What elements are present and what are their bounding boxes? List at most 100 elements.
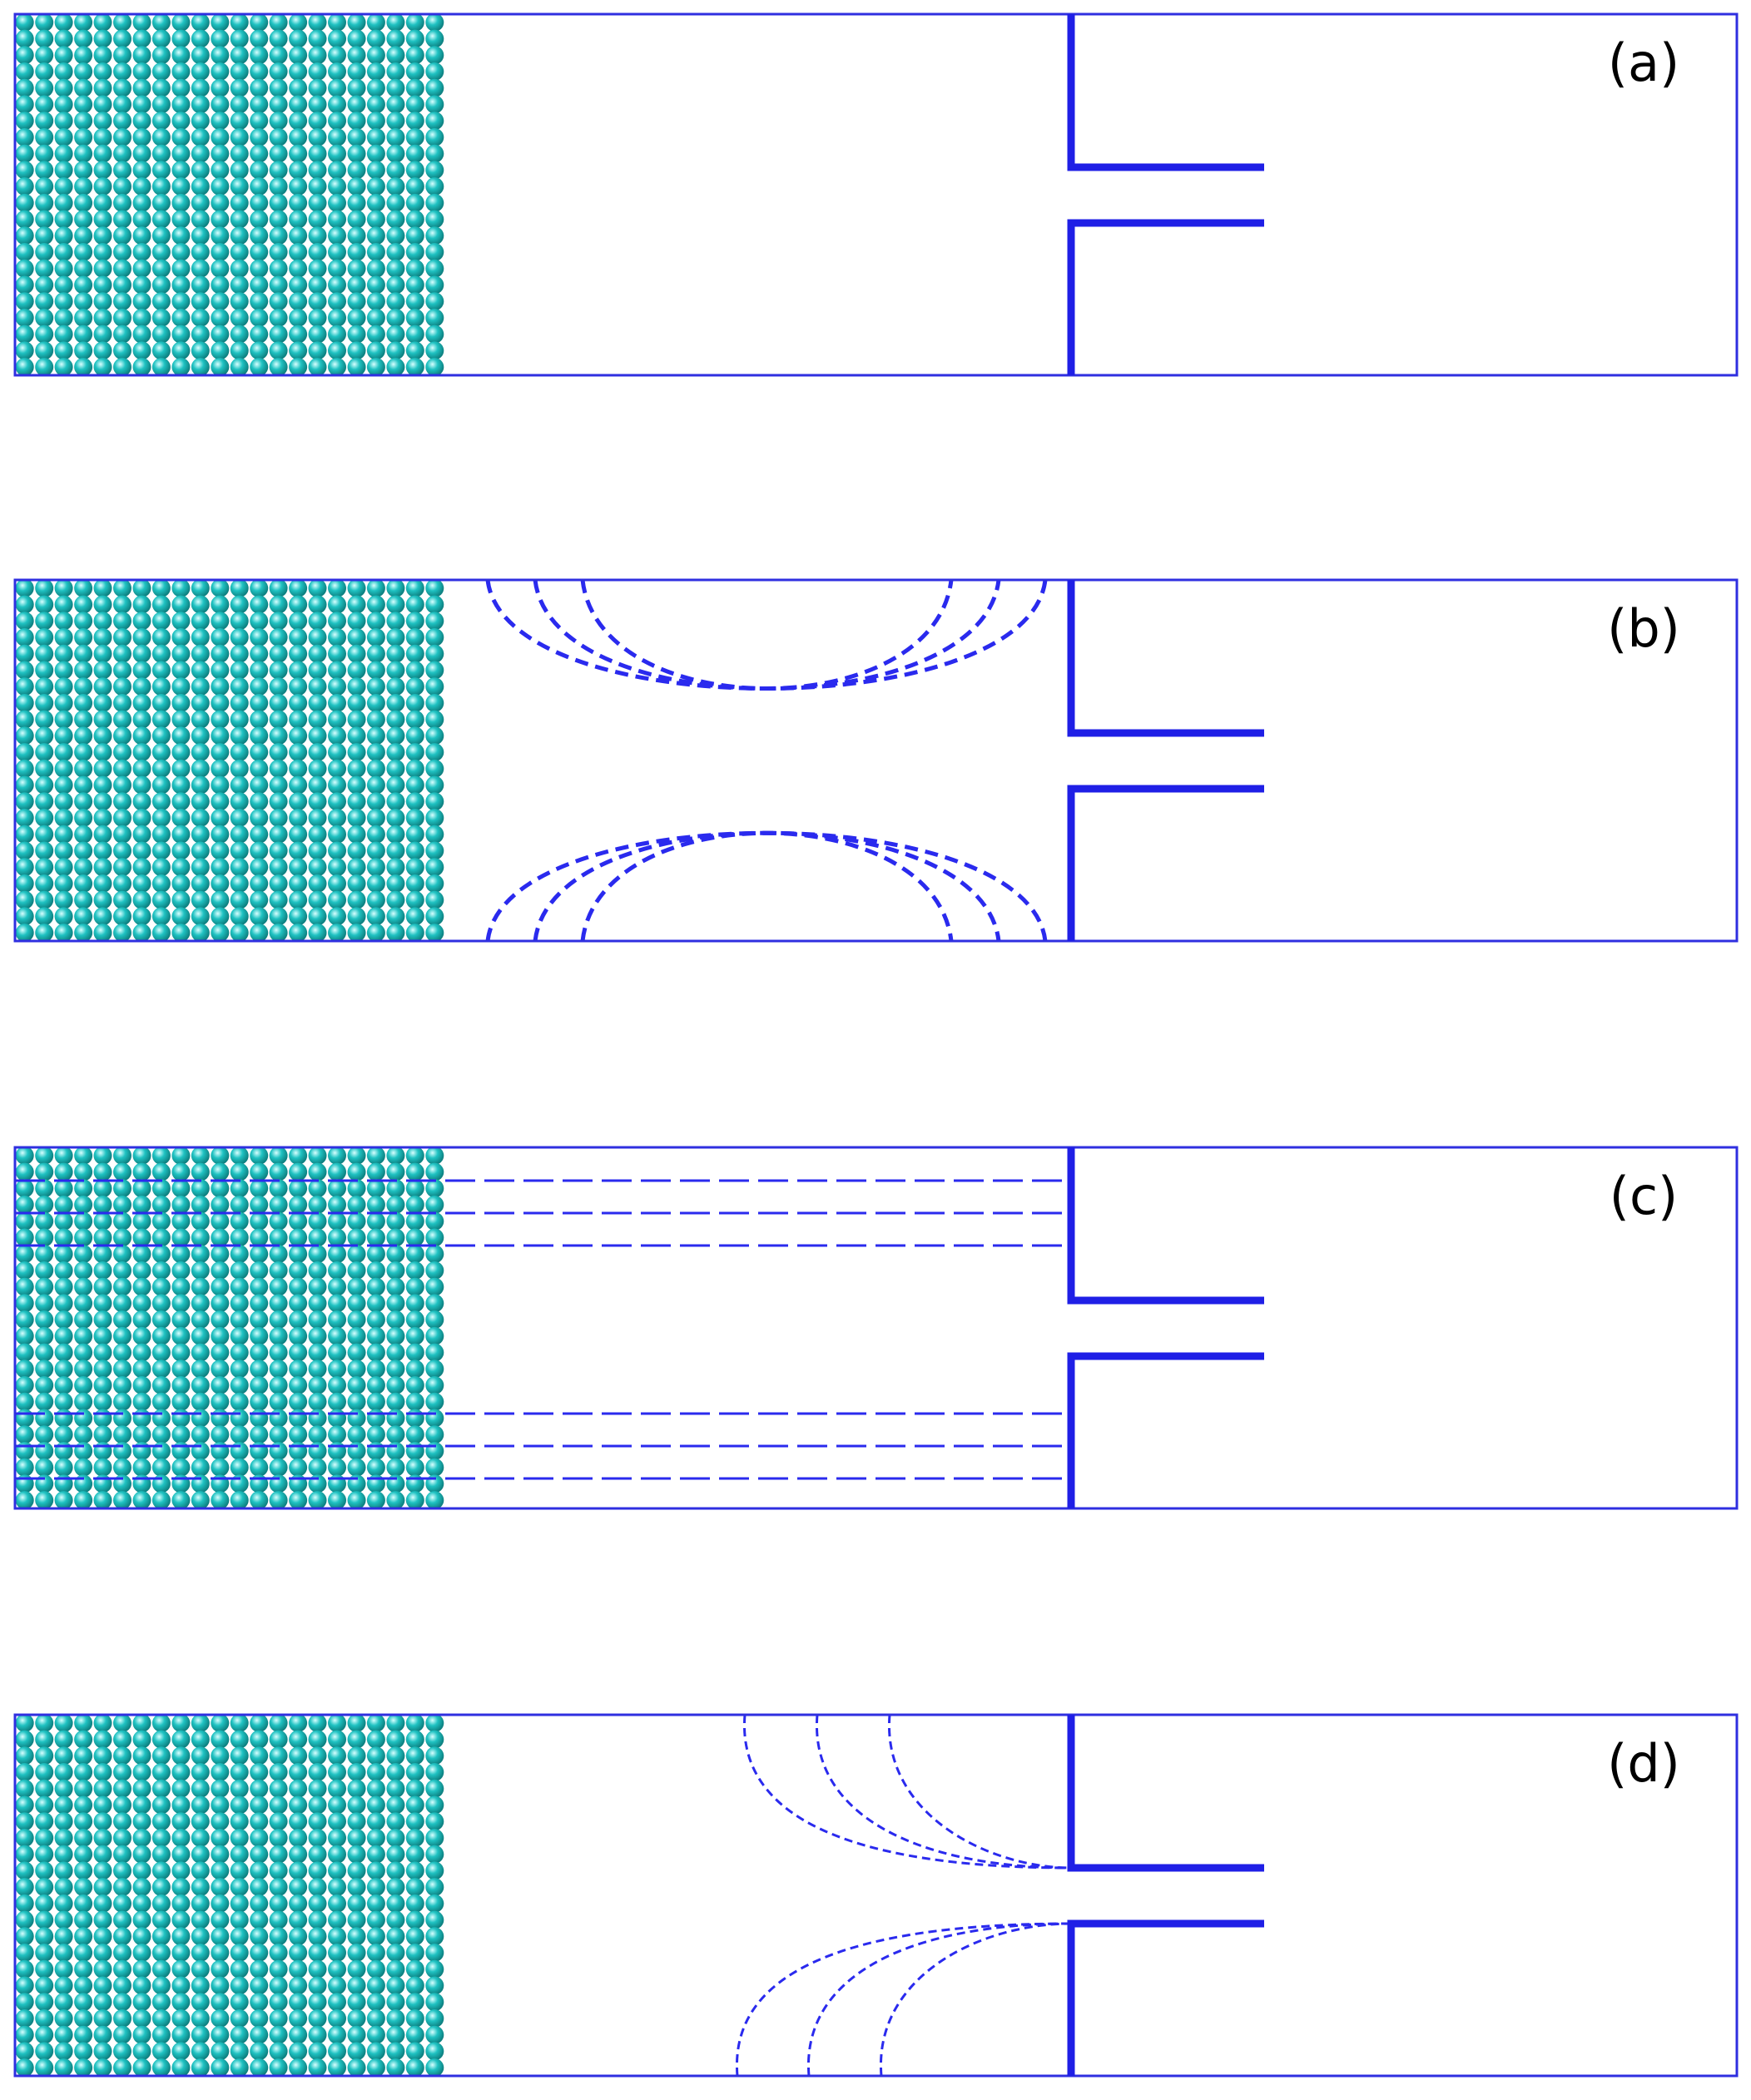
particle	[366, 792, 385, 811]
particle	[347, 2025, 366, 2044]
particle	[191, 1162, 210, 1181]
particle	[151, 46, 171, 65]
particle	[171, 1894, 191, 1913]
particle	[230, 775, 249, 795]
particle	[308, 1713, 327, 1732]
particle	[15, 358, 34, 377]
particle	[250, 1993, 269, 2012]
particle	[74, 177, 93, 196]
particle	[191, 1812, 210, 1831]
particle	[132, 1294, 151, 1313]
particle	[425, 595, 444, 614]
particle	[191, 890, 210, 909]
particle	[151, 1993, 171, 2012]
particle	[93, 661, 112, 680]
particle	[328, 1959, 346, 1979]
particle	[171, 1310, 191, 1330]
particle	[113, 1730, 131, 1749]
particle	[405, 1993, 424, 2012]
particle	[289, 1343, 308, 1362]
particle	[15, 1294, 34, 1313]
particle	[386, 628, 405, 646]
particle	[211, 1976, 230, 1995]
particle	[151, 95, 171, 114]
particle	[171, 210, 191, 229]
particle	[425, 1162, 444, 1181]
particle	[15, 1944, 34, 1962]
particle	[54, 275, 73, 295]
particle	[405, 1944, 424, 1962]
particle	[191, 1458, 210, 1477]
particle	[15, 210, 34, 229]
particle	[211, 1779, 230, 1798]
particle	[93, 324, 112, 344]
particle	[15, 259, 34, 278]
particle	[250, 1713, 269, 1732]
particle	[425, 907, 444, 926]
particle	[347, 644, 366, 663]
particle	[347, 1861, 366, 1880]
particle	[35, 95, 54, 114]
particle	[132, 1910, 151, 1929]
particle	[35, 111, 54, 131]
flow-lines	[15, 1179, 1071, 1480]
particle	[151, 324, 171, 344]
particle	[366, 1779, 385, 1798]
particle	[308, 2042, 327, 2061]
particle	[191, 1927, 210, 1946]
particle	[211, 1993, 230, 2012]
particle	[171, 1146, 191, 1165]
particle	[308, 1746, 327, 1766]
particle	[386, 78, 405, 97]
particle	[347, 1245, 366, 1264]
particle	[15, 1392, 34, 1411]
particle	[386, 578, 405, 597]
particle	[54, 1944, 73, 1962]
particle	[269, 292, 288, 311]
particle	[405, 677, 424, 696]
particle	[425, 1245, 444, 1264]
particle	[151, 1845, 171, 1864]
particle	[250, 12, 269, 32]
particle	[366, 2042, 385, 2061]
particle	[328, 275, 346, 295]
particle	[230, 1326, 249, 1345]
particle	[269, 111, 288, 131]
particle	[347, 95, 366, 114]
particle	[191, 743, 210, 762]
particle	[113, 161, 131, 180]
particle	[35, 1409, 54, 1428]
particle	[366, 1162, 385, 1181]
particle	[250, 128, 269, 146]
flow-lines	[485, 579, 1048, 942]
particle	[132, 95, 151, 114]
particle	[230, 628, 249, 646]
particle	[289, 1491, 308, 1510]
particle	[113, 46, 131, 65]
particle	[171, 324, 191, 344]
particle	[191, 1944, 210, 1962]
particle	[113, 1861, 131, 1880]
particle	[347, 210, 366, 229]
particle	[386, 841, 405, 860]
particle	[132, 12, 151, 32]
particle	[386, 1245, 405, 1264]
particle	[289, 2009, 308, 2028]
particle	[308, 1162, 327, 1181]
particle	[74, 243, 93, 261]
particle	[328, 1162, 346, 1181]
particle	[171, 578, 191, 597]
particle	[191, 644, 210, 663]
particle	[269, 1713, 288, 1732]
particle	[405, 29, 424, 48]
particle	[171, 1795, 191, 1815]
particle	[328, 677, 346, 696]
particle	[308, 759, 327, 778]
particle	[386, 1146, 405, 1165]
particle	[347, 1326, 366, 1345]
particle	[289, 144, 308, 163]
particle	[132, 1326, 151, 1345]
particle	[269, 210, 288, 229]
particle	[171, 1779, 191, 1798]
particle	[289, 726, 308, 745]
